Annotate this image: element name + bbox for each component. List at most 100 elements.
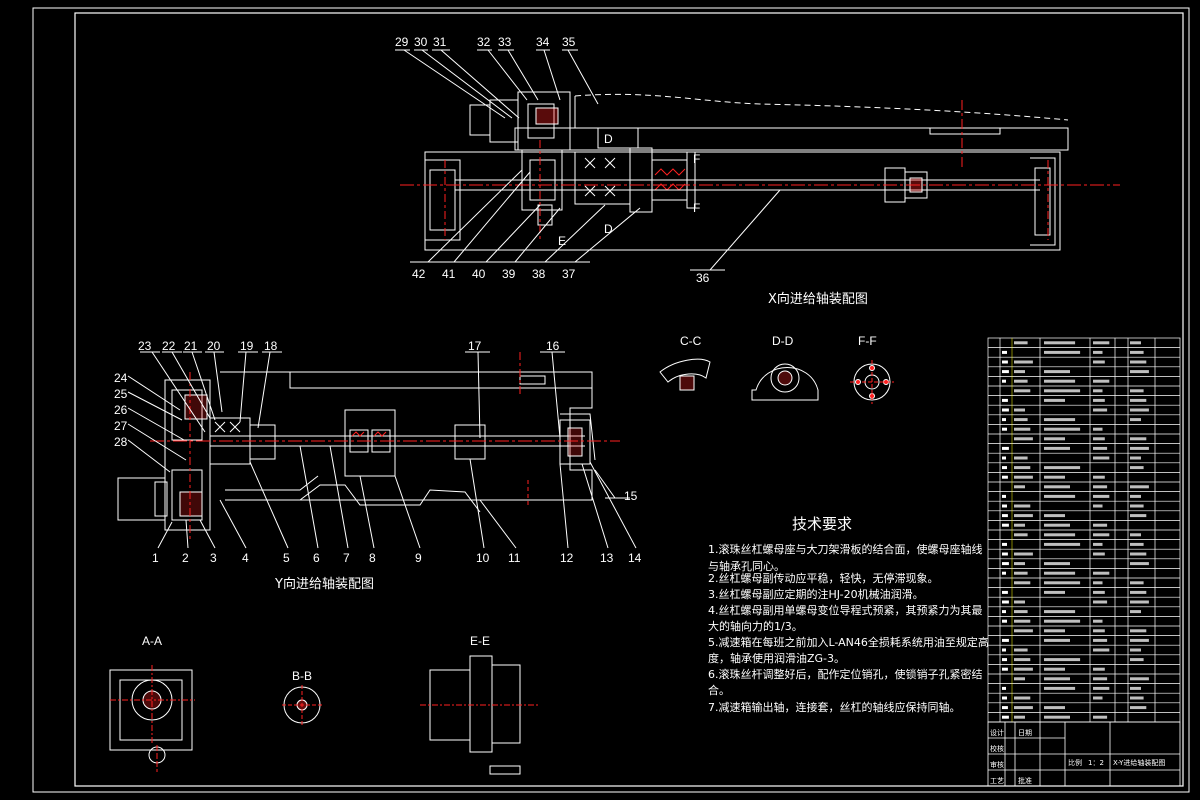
parts-cell-mark xyxy=(1014,504,1031,508)
parts-cell-mark xyxy=(1002,446,1009,450)
parts-cell-mark xyxy=(1002,658,1007,662)
parts-cell-mark xyxy=(1130,658,1144,662)
callout-5: 5 xyxy=(283,551,290,565)
parts-cell-mark xyxy=(1093,456,1110,460)
callout-1: 1 xyxy=(152,551,159,565)
parts-cell-mark xyxy=(1093,485,1108,489)
title-row-process: 工艺 xyxy=(990,777,1004,785)
callout-12: 12 xyxy=(560,551,574,565)
parts-cell-mark xyxy=(1014,466,1031,470)
parts-cell-mark xyxy=(1002,667,1008,671)
parts-cell-mark xyxy=(1130,370,1149,374)
parts-cell-mark xyxy=(1130,360,1147,364)
parts-cell-mark xyxy=(1014,571,1028,575)
parts-cell-mark xyxy=(1044,379,1076,383)
parts-cell-mark xyxy=(1093,542,1103,546)
callout-9: 9 xyxy=(415,551,422,565)
parts-cell-mark xyxy=(1044,629,1065,633)
parts-cell-mark xyxy=(1002,514,1008,518)
parts-cell-mark xyxy=(1002,370,1009,374)
parts-cell-mark xyxy=(1014,389,1031,393)
section-title-bb: B-B xyxy=(292,669,312,683)
scale-label: 比例 xyxy=(1068,758,1082,767)
parts-cell-mark xyxy=(1014,706,1033,710)
parts-cell-mark xyxy=(1130,341,1141,345)
parts-cell-mark xyxy=(1002,562,1009,566)
drawing-name: X-Y进给轴装配图 xyxy=(1113,758,1165,767)
parts-cell-mark xyxy=(1130,581,1144,585)
callout-34: 34 xyxy=(536,35,550,49)
parts-cell-mark xyxy=(1044,427,1081,431)
parts-cell-mark xyxy=(1014,523,1025,527)
parts-cell-mark xyxy=(1014,437,1033,441)
scale-value: 1：2 xyxy=(1088,759,1104,767)
parts-cell-mark xyxy=(1093,437,1105,441)
callout-8: 8 xyxy=(369,551,376,565)
parts-cell-mark xyxy=(1093,475,1105,479)
callout-18: 18 xyxy=(264,339,278,353)
tech-line: 大的轴向力的1/3。 xyxy=(708,619,803,633)
parts-cell-mark xyxy=(1093,523,1108,527)
callout-39: 39 xyxy=(502,267,516,281)
parts-cell-mark xyxy=(1093,619,1103,623)
parts-cell-mark xyxy=(1130,494,1141,498)
parts-cell-mark xyxy=(1044,686,1076,690)
parts-cell-mark xyxy=(1044,466,1081,470)
parts-cell-mark xyxy=(1002,475,1008,479)
parts-cell-mark xyxy=(1002,456,1006,460)
parts-cell-mark xyxy=(1130,533,1141,537)
section-mark-f-top: F xyxy=(693,152,700,166)
callout-6: 6 xyxy=(313,551,320,565)
y-view-title: Y向进给轴装配图 xyxy=(274,576,374,592)
parts-cell-mark xyxy=(1130,398,1147,402)
section-mark-f-bottom: F xyxy=(693,201,700,215)
parts-cell-mark xyxy=(1044,715,1070,719)
parts-cell-mark xyxy=(1093,494,1110,498)
parts-cell-mark xyxy=(1014,715,1025,719)
callout-37: 37 xyxy=(562,267,576,281)
parts-cell-mark xyxy=(1014,533,1028,537)
parts-cell-mark xyxy=(1093,533,1110,537)
parts-cell-mark xyxy=(1044,658,1081,662)
x-axis-assembly-view xyxy=(395,49,1120,271)
parts-cell-mark xyxy=(1044,398,1065,402)
parts-cell-mark xyxy=(1130,350,1144,354)
parts-cell-mark xyxy=(1002,648,1006,652)
parts-cell-mark xyxy=(1014,562,1025,566)
parts-cell-mark xyxy=(1044,542,1081,546)
parts-cell-mark xyxy=(1002,350,1007,354)
parts-cell-mark xyxy=(1130,456,1141,460)
parts-cell-mark xyxy=(1002,552,1008,556)
parts-cell-mark xyxy=(1014,696,1031,700)
parts-cell-mark xyxy=(1002,427,1007,431)
callout-33: 33 xyxy=(498,35,512,49)
parts-cell-mark xyxy=(1002,494,1006,498)
parts-cell-mark xyxy=(1093,677,1108,681)
tech-line: 2.丝杠螺母副传动应平稳，轻快，无停滞现象。 xyxy=(708,571,939,585)
y-view-callouts: 23 22 21 20 19 18 17 16 24 25 26 27 28 1… xyxy=(114,339,642,592)
parts-cell-mark xyxy=(1130,562,1149,566)
parts-cell-mark xyxy=(1002,418,1006,422)
title-row-check: 校核 xyxy=(990,744,1004,753)
parts-cell-mark xyxy=(1044,638,1070,642)
parts-cell-mark xyxy=(1044,341,1076,345)
title-block-text: 设计 校核 审核 工艺 日期 批准 比例 1：2 X-Y进给轴装配图 xyxy=(990,728,1165,785)
parts-cell-mark xyxy=(1130,466,1144,470)
tech-line: 与轴承孔同心。 xyxy=(708,559,785,573)
parts-cell-mark xyxy=(1130,706,1147,710)
parts-cell-mark xyxy=(1130,504,1144,508)
callout-7: 7 xyxy=(343,551,350,565)
tech-line: 4.丝杠螺母副用单螺母变位导程式预紧，其预紧力为其最 xyxy=(708,603,983,617)
parts-cell-mark xyxy=(1093,600,1108,604)
parts-cell-mark xyxy=(1093,504,1103,508)
parts-cell-mark xyxy=(1002,610,1006,614)
parts-cell-mark xyxy=(1014,658,1031,662)
callout-19: 19 xyxy=(240,339,254,353)
parts-cell-mark xyxy=(1093,629,1105,633)
parts-cell-mark xyxy=(1093,341,1110,345)
parts-cell-mark xyxy=(1130,696,1144,700)
callout-36: 36 xyxy=(696,271,710,285)
parts-cell-mark xyxy=(1093,408,1108,412)
parts-cell-mark xyxy=(1002,715,1009,719)
parts-cell-mark xyxy=(1044,523,1070,527)
